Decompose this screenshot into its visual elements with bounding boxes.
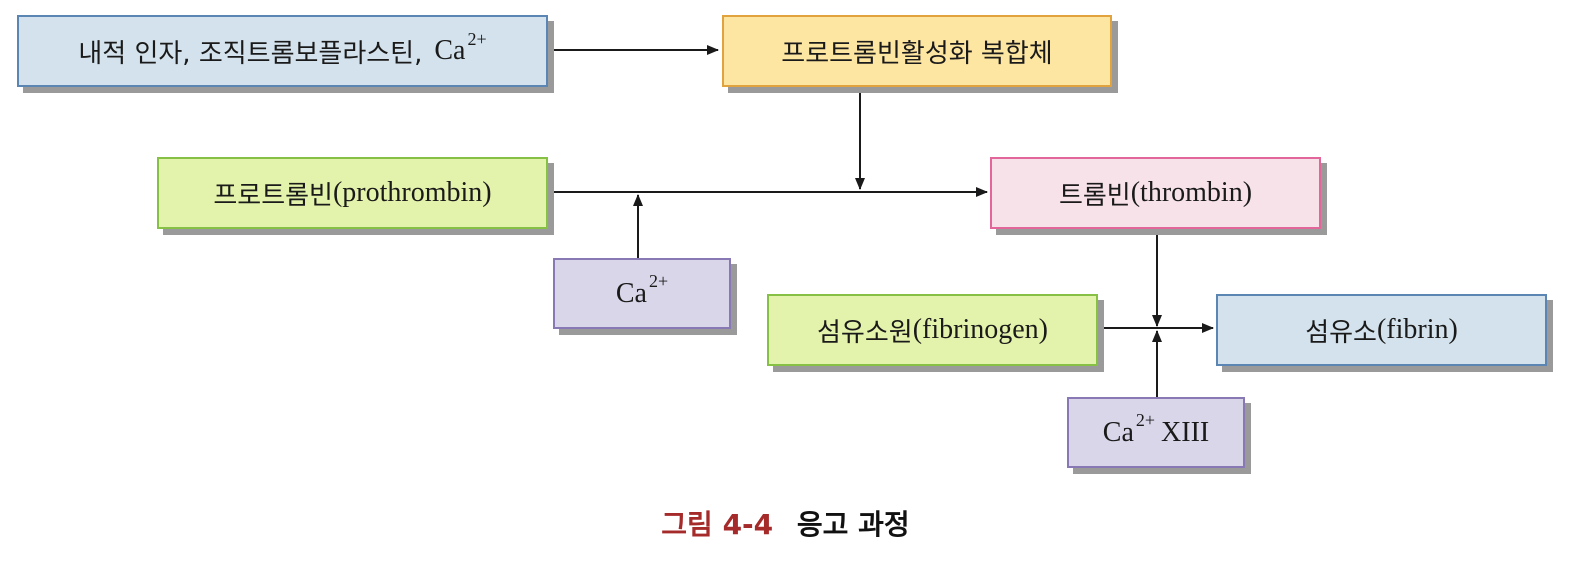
- node-thrombin: 트롬빈 (thrombin): [990, 157, 1321, 229]
- node-activator: 프로트롬빈활성화 복합체: [722, 15, 1112, 87]
- figure-label: 그림 4-4: [661, 508, 774, 541]
- node-fibrin: 섬유소 (fibrin): [1216, 294, 1547, 366]
- node-ca-xiii: Ca 2+ XIII: [1067, 397, 1245, 468]
- node-prothrombin: 프로트롬빈 (prothrombin): [157, 157, 548, 229]
- node-ca: Ca 2+: [553, 258, 731, 329]
- figure-title: 응고 과정: [796, 508, 910, 541]
- node-fibrinogen: 섬유소원 (fibrinogen): [767, 294, 1098, 366]
- figure-caption: 그림 4-4 응고 과정: [0, 503, 1571, 543]
- node-factors: 내적 인자, 조직트롬보플라스틴, Ca 2+: [17, 15, 548, 87]
